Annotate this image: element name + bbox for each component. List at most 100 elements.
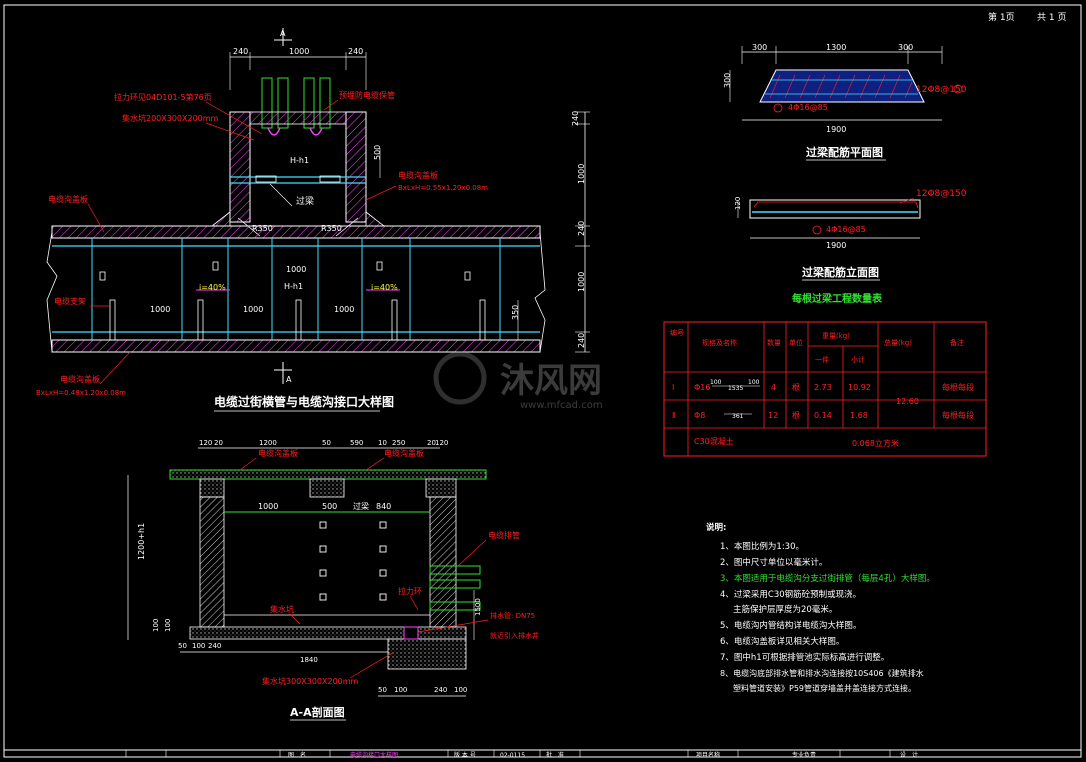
plan-dim-right-1: 240 (571, 111, 580, 126)
sec-dim-base-2: 100 (164, 619, 172, 632)
row1-len-c: 100 (748, 379, 760, 386)
th-spec: 规格及名称 (702, 338, 737, 347)
watermark-text: 沐风网 (500, 361, 602, 401)
notes: 说明: 1、本图比例为1:30。 2、图中尺寸单位以毫米计。 3、本图适用于电缆… (706, 522, 935, 693)
total-weight: 12.60 (896, 397, 919, 406)
tb-drawing-name-label: 图 名 (288, 751, 306, 759)
plan-beam-label: 过梁 (296, 195, 314, 207)
th-unit: 单位 (789, 338, 803, 347)
note-1: 1、本图比例为1:30。 (720, 541, 804, 552)
plan-inner-1000: 1000 (286, 265, 306, 274)
row2-sub: 1.68 (850, 411, 868, 420)
bar-marker-icon (773, 103, 783, 113)
beam-plan-dim-3: 300 (898, 43, 913, 52)
row1-qty: 4 (771, 383, 776, 392)
plan-dim-top-3: 240 (348, 47, 363, 56)
notes-title: 说明: (706, 522, 726, 533)
plan-view: 240 1000 240 A (36, 28, 590, 412)
plan-dim-top-1: 240 (233, 47, 248, 56)
sec-dim-top-9: 120 (435, 439, 448, 447)
sec-dim-1500: 1500 (474, 598, 482, 616)
sec-dim-botr-4: 100 (454, 686, 467, 694)
sec-dim-botr-3: 240 (434, 686, 447, 694)
plan-dim-500: 500 (373, 145, 382, 160)
quantity-table: 每根过梁工程数量表 编号 规格及名称 数量 单位 重量(kg) 一件 小计 总量… (663, 292, 987, 457)
sec-dim-top-4: 50 (322, 439, 331, 447)
sec-sump-label: 集水坑 (270, 604, 294, 614)
sec-dim-top-3: 1200 (259, 439, 277, 447)
row1-unit: 根 (792, 382, 800, 392)
beam-plan-dim-1: 300 (752, 43, 767, 52)
sec-dim-top-8: 20 (427, 439, 436, 447)
plan-protect-pipe-label: 预埋防电缆保管 (339, 90, 395, 100)
title-block: 图 名 电缆沟接口大样图 版 本 号 02-0115 批 准 项目名称 专业负责… (4, 749, 1081, 759)
sec-dim-base: 100 (152, 619, 160, 632)
plan-dim-right-5: 240 (577, 333, 586, 348)
beam-plan-dim-2: 1300 (826, 43, 846, 52)
note-3: 3、本图适用于电缆沟分支过街排管（每层4孔）大样图。 (720, 573, 935, 584)
beam-elev-bar1: 12Φ8@150 (916, 189, 967, 199)
row1-len-a: 100 (710, 379, 722, 386)
beam-plan-dim-w: 1900 (826, 125, 846, 134)
sec-sump-size-label: 集水坑300X300X200mm (262, 676, 359, 686)
th-sub: 小计 (851, 355, 865, 364)
plan-dim-right-4: 1000 (577, 272, 586, 292)
plan-span-2: 1000 (243, 305, 263, 314)
section-mark-top: A (280, 29, 286, 38)
note-8: 8、电缆沟底部排水管和排水沟连接按10S406《建筑排水 (720, 668, 924, 678)
beam-elev-title: 过梁配筋立面图 (802, 265, 879, 279)
note-6: 6、电缆沟盖板详见相关大样图。 (720, 636, 844, 647)
beam-plan-bar2: 4Φ16@85 (788, 103, 828, 112)
note-4: 4、过梁采用C30钢筋砼预制或现浇。 (720, 589, 861, 600)
beam-elev-dim-h: 120 (734, 197, 742, 210)
row2-one: 0.14 (814, 411, 832, 420)
sec-inner-500: 500 (322, 502, 337, 511)
sec-dim-height: 1200+h1 (137, 523, 146, 560)
total-pages-label: 共 1 页 (1037, 12, 1066, 23)
th-one: 一件 (815, 355, 829, 364)
bar-marker-icon (812, 225, 822, 235)
watermark-logo-icon (433, 351, 487, 405)
bar-marker-icon (953, 84, 963, 94)
sec-dim-bot-1: 50 (178, 642, 187, 650)
beam-plan-title: 过梁配筋平面图 (806, 145, 883, 159)
row1-len-b: 1535 (728, 385, 743, 392)
concrete-value: 0.068立方米 (852, 438, 899, 448)
th-note: 备注 (950, 338, 964, 347)
plan-r-right: R350 (321, 224, 342, 233)
page-label: 第 1页 (988, 11, 1015, 23)
plan-title: 电缆过街横管与电缆沟接口大样图 (214, 394, 394, 409)
sec-cover2-label: 电缆沟盖板 (384, 448, 424, 458)
row1-note: 每根每段 (942, 382, 974, 392)
beam-elevation-view: 120 1900 12Φ8@150 4Φ16@85 过梁配筋立面图 (734, 189, 967, 281)
plan-cover-top-label: 电缆沟盖板 (398, 170, 438, 180)
row2-no: Ⅱ (672, 411, 676, 420)
plan-h1-mid: H-h1 (284, 282, 303, 291)
sec-inner-1000: 1000 (258, 502, 278, 511)
plan-cover-top-size: BxLxH=0.55x1.20x0.08m (398, 184, 488, 192)
sec-dim-bot-2: 100 (192, 642, 205, 650)
row2-len-b: 361 (732, 413, 744, 420)
row1-no: Ⅰ (672, 383, 674, 392)
sec-dim-botr-1: 50 (378, 686, 387, 694)
beam-plan-dim-h: 300 (723, 73, 732, 88)
th-weight: 重量(kg) (822, 332, 850, 340)
sec-dim-top-1: 120 (199, 439, 212, 447)
note-8b: 塑料管道安装》P59管道穿墙盖井盖连接方式连接。 (733, 683, 916, 693)
tb-drawing-name: 电缆沟接口大样图 (350, 751, 398, 759)
plan-dim-right-3: 240 (577, 221, 586, 236)
plan-sump-label: 集水坑200X300X200mm (122, 113, 219, 123)
plan-bracket-label: 电缆支架 (54, 296, 86, 306)
tb-approve-label: 批 准 (546, 751, 564, 759)
beam-plan-view: 300 1300 300 300 1900 12Φ8@150 4Φ16@85 过… (723, 43, 967, 161)
sec-cover1-label: 电缆沟盖板 (258, 448, 298, 458)
plan-span-3: 1000 (334, 305, 354, 314)
sec-cable-pipe-label: 电缆排管 (488, 530, 520, 540)
row1-spec: Φ16 (694, 383, 710, 392)
tb-project-label: 项目名称 (696, 751, 720, 759)
tb-version: 02-0115 (500, 752, 525, 759)
row1-sub: 10.92 (848, 383, 871, 392)
plan-cover-bottom-size: BxLxH=0.48x1.20x0.08m (36, 389, 126, 397)
plan-span-1: 1000 (150, 305, 170, 314)
sec-dim-top-2: 20 (214, 439, 223, 447)
